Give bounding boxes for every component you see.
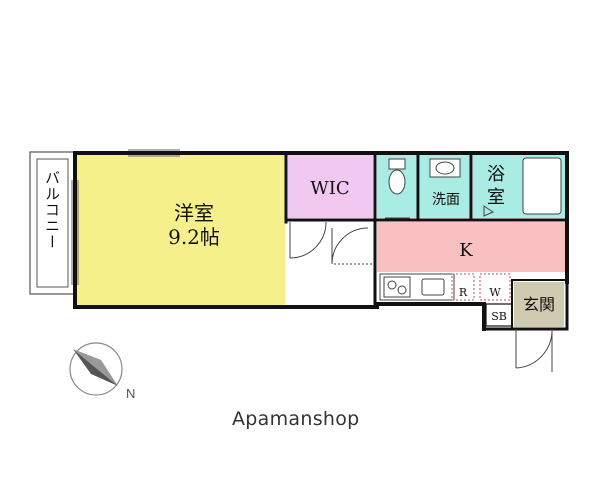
bath: 浴 室 bbox=[473, 155, 565, 218]
shoe-box-label: SB bbox=[491, 310, 507, 323]
balcony: バルコニー bbox=[29, 151, 75, 295]
western-room-size: 9.2帖 bbox=[168, 225, 220, 249]
washer-label: W bbox=[489, 286, 501, 299]
bath-label-top: 浴 bbox=[487, 164, 505, 185]
western-room-floor bbox=[77, 155, 285, 305]
kitchen-label: K bbox=[459, 240, 473, 261]
walls bbox=[73, 151, 569, 331]
windows bbox=[71, 149, 180, 285]
wic: WIC bbox=[288, 155, 373, 218]
entrance: 玄関 bbox=[514, 282, 564, 327]
compass: N bbox=[69, 342, 135, 401]
bath-label-bottom: 室 bbox=[487, 187, 505, 208]
washer-space: W bbox=[479, 273, 511, 301]
western-room-name: 洋室 bbox=[174, 201, 214, 225]
washroom: 洗面 bbox=[420, 155, 470, 218]
kitchen: K bbox=[377, 222, 565, 302]
toilet bbox=[377, 155, 417, 218]
balcony-label: バルコニー bbox=[43, 170, 61, 250]
shoe-box: SB bbox=[485, 303, 513, 327]
brand-logo: Apamanshop bbox=[232, 408, 360, 430]
refrigerator-label: R bbox=[459, 286, 468, 299]
refrigerator-space: R bbox=[451, 273, 475, 301]
doors bbox=[289, 217, 553, 372]
stove-icon bbox=[383, 276, 411, 298]
sink-icon bbox=[421, 278, 445, 296]
washroom-label: 洗面 bbox=[432, 192, 460, 208]
western-room: 洋室 9.2帖 bbox=[77, 155, 285, 305]
wic-label: WIC bbox=[310, 178, 349, 199]
entrance-label: 玄関 bbox=[523, 295, 555, 314]
compass-north-label: N bbox=[126, 386, 135, 401]
